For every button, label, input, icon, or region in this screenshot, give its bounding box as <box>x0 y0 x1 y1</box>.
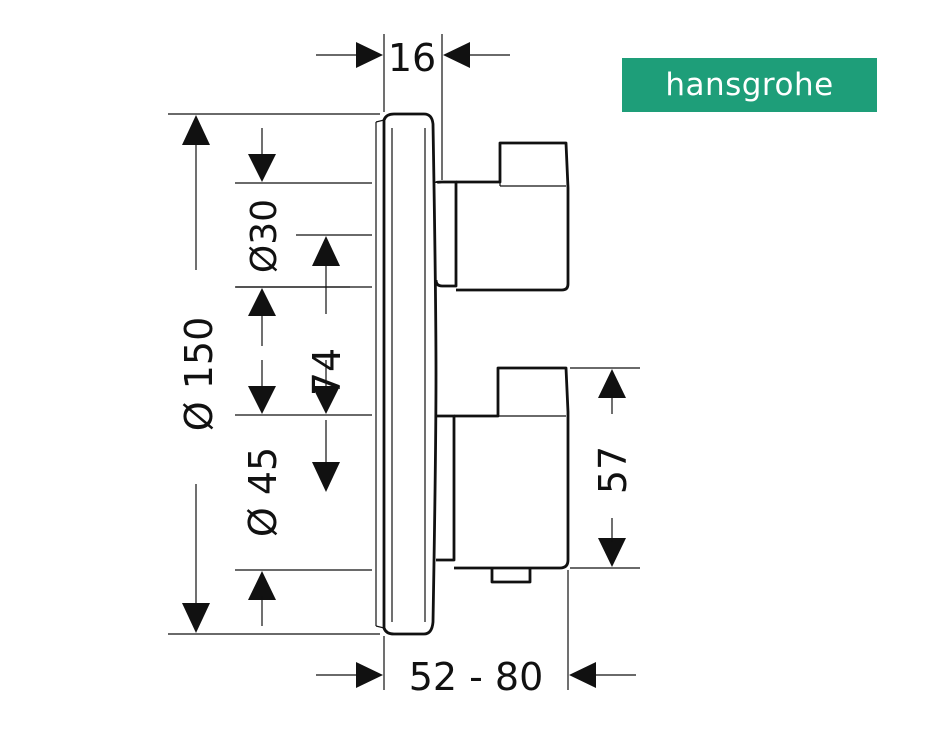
dim-label-16: 16 <box>388 36 436 80</box>
lower-handle <box>436 366 570 584</box>
dimension-150 <box>182 115 210 633</box>
dimension-74 <box>312 236 340 492</box>
dimension-16 <box>316 42 510 68</box>
hansgrohe-logo: hansgrohe <box>622 58 877 112</box>
dimension-52-80 <box>316 662 636 688</box>
dim-label-52-80: 52 - 80 <box>409 655 544 699</box>
dim-label-150: Ø 150 <box>177 317 221 432</box>
brand-name: hansgrohe <box>665 67 834 103</box>
dimension-45 <box>248 360 276 626</box>
dimension-30 <box>248 128 276 346</box>
wall-plate <box>375 112 438 636</box>
dim-label-45: Ø 45 <box>241 447 285 537</box>
dim-label-57: 57 <box>591 446 635 494</box>
dim-label-30: Ø30 <box>244 199 285 273</box>
upper-handle <box>434 141 570 292</box>
extension-lines <box>168 34 640 690</box>
dim-label-74: 74 <box>305 348 349 396</box>
dimension-57 <box>598 369 626 567</box>
